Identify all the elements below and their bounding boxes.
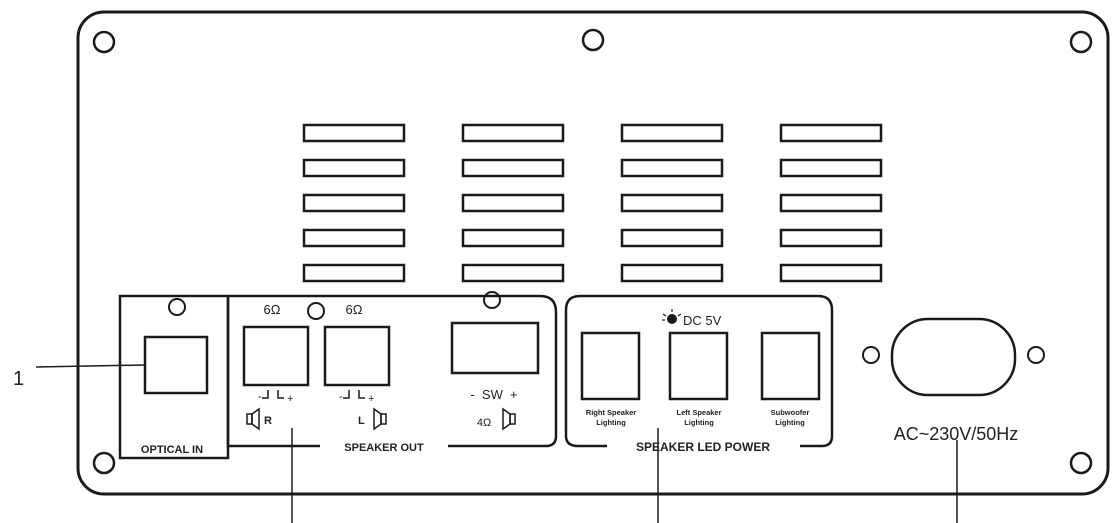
speaker-out-panel [226,294,558,448]
vent-slot [779,123,883,143]
left-speaker-lighting-terminal [668,331,729,401]
vent-slot [779,193,883,213]
screw-hole-bottom-right [1069,451,1093,475]
speaker-screw-icon-2 [483,291,501,309]
vent-slot [302,228,406,248]
terminal-label-line2: Lighting [596,418,626,427]
ac-voltage-label: AC~230V/50Hz [894,424,1019,444]
mounting-holes [92,28,1093,475]
callout-label-1: 1 [13,368,24,390]
vent-slot [620,123,724,143]
screw-hole-top-left [92,30,116,54]
vent-slot [461,193,565,213]
screw-hole-bottom-left [92,451,116,475]
left-impedance: 6Ω [346,302,363,317]
ac-screw-icon-right [1027,346,1045,364]
vent-slot [461,228,565,248]
vent-slot [302,158,406,178]
ac-screw-icon-left [862,346,880,364]
vent-slot [620,228,724,248]
left-polarity-icon [343,390,365,399]
right-channel: R [264,415,272,427]
vent-slot [302,193,406,213]
speaker-out-label: SPEAKER OUT [344,442,424,454]
subwoofer-terminal [450,321,540,375]
terminal-label-line1: Left Speaker [676,408,721,417]
terminal-label-line1: Right Speaker [586,408,637,417]
screw-hole-top-center [581,28,605,52]
left-channel: L [358,415,365,427]
vent-slot [620,158,724,178]
vent-slot [461,123,565,143]
right-impedance: 6Ω [264,302,281,317]
right-speaker-icon [246,407,260,431]
dc-voltage-label: DC 5V [683,313,722,328]
optical-panel [118,294,230,460]
vent-slot [779,158,883,178]
vent-slot [461,158,565,178]
right-polarity-minus: - [258,391,262,403]
speaker-screw-icon [307,302,325,320]
vent-slot [620,193,724,213]
callout-line-1 [35,364,146,368]
screw-hole-top-right [1069,30,1093,54]
optical-screw-icon [168,298,186,316]
optical-port-icon [143,335,209,395]
ac-power-inlet [890,317,1017,397]
back-plate [76,10,1110,496]
subwoofer-polarity: - SW + [470,387,517,402]
vent-slot [461,263,565,283]
vent-slot [302,263,406,283]
left-speaker-terminal [323,325,391,387]
subwoofer-speaker-icon [502,407,516,431]
right-polarity-icon [262,390,284,399]
led-power-panel [564,294,834,448]
callout-lines-bottom [291,428,958,523]
vent-slot [779,263,883,283]
vent-slot [302,123,406,143]
right-speaker-lighting-terminal [580,331,641,401]
lightbulb-icon [662,309,682,324]
vent-slot [779,228,883,248]
left-speaker-icon [373,407,387,431]
terminal-label-line2: Lighting [684,418,714,427]
ventilation-slots [302,123,883,283]
left-polarity-plus: + [368,393,374,405]
subwoofer-lighting-terminal [760,331,821,401]
right-speaker-terminal [242,325,310,387]
subwoofer-impedance: 4Ω [477,417,491,429]
vent-slot [620,263,724,283]
terminal-label-line2: Lighting [775,418,805,427]
optical-label: OPTICAL IN [141,444,203,456]
terminal-label-line1: Subwoofer [771,408,810,417]
right-polarity-plus: + [287,393,293,405]
led-power-label: SPEAKER LED POWER [636,440,770,454]
left-polarity-minus: - [339,391,343,403]
